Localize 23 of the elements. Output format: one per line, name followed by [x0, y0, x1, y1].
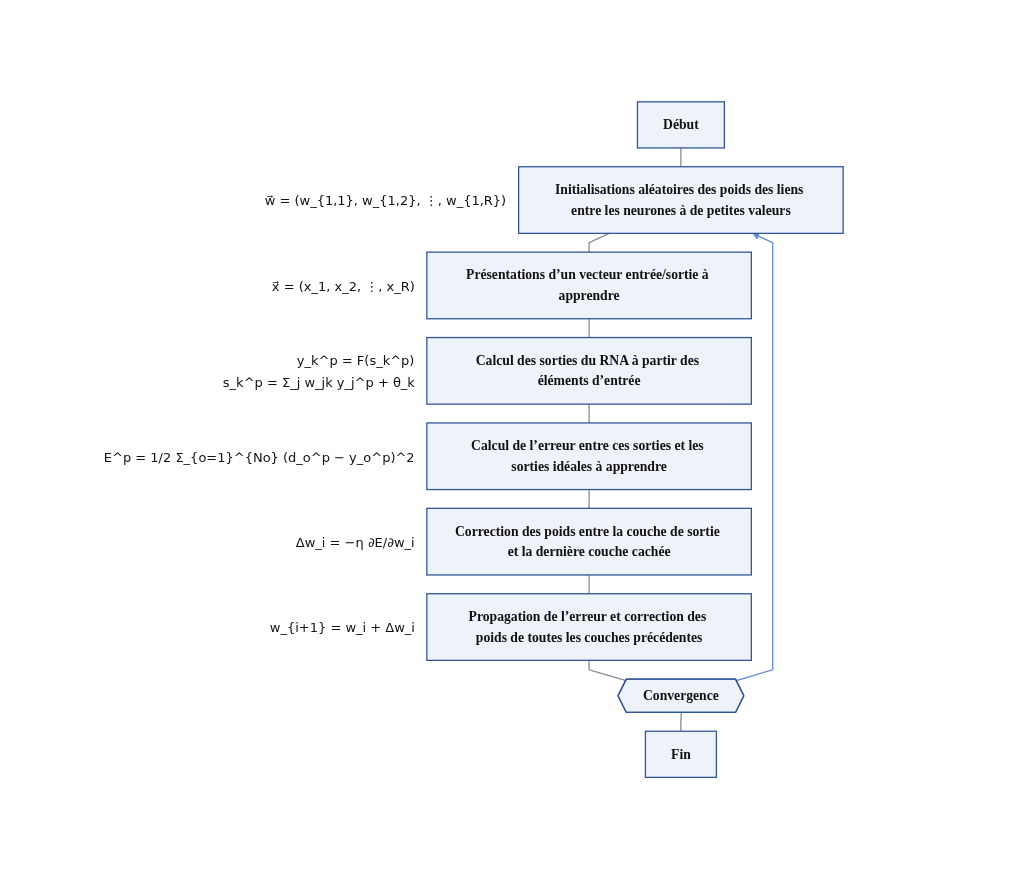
node-box: Calcul de l’erreur entre ces sorties et les sorties idéales à apprendre	[426, 422, 752, 491]
node-box: Correction des poids entre la couche de sortie et la dernière couche cachée	[426, 508, 752, 576]
node-box: Propagation de l’erreur et correction des poids de toutes les couches précédentes	[426, 593, 752, 662]
connector	[588, 403, 590, 424]
node-box: Calcul des sorties du RNA à partir des éléments d’entrée	[426, 337, 752, 406]
connector	[588, 233, 610, 254]
connector	[588, 318, 590, 339]
formula: s_k^p = Σ_j w_jk y_j^p + θ_k	[222, 374, 415, 390]
formula: x⃗ = (x_1, x_2, ⋮, x_R)	[271, 278, 415, 294]
formula: y_k^p = F(s_k^p)	[296, 352, 415, 368]
node-box: Fin	[644, 731, 718, 779]
formula: E^p = 1/2 Σ_{o=1}^{No} (d_o^p − y_o^p)^2	[103, 449, 415, 465]
formula: w_{i+1} = w_i + Δw_i	[269, 619, 415, 635]
arrow	[735, 233, 774, 682]
formula: Δw_i = −η ∂E/∂w_i	[295, 534, 415, 550]
formula: w⃗ = (w_{1,1}, w_{1,2}, ⋮, w_{1,R})	[264, 192, 507, 208]
connector	[588, 574, 590, 595]
connector	[680, 147, 682, 168]
connector	[680, 712, 682, 733]
node-box: Début	[636, 101, 725, 149]
connector	[588, 489, 590, 510]
node-box: Présentations d’un vecteur entrée/sortie à apprendre	[426, 251, 752, 320]
node-box: Initialisations aléatoires des poids des liens entre les neurones à de petites valeurs	[518, 166, 844, 235]
